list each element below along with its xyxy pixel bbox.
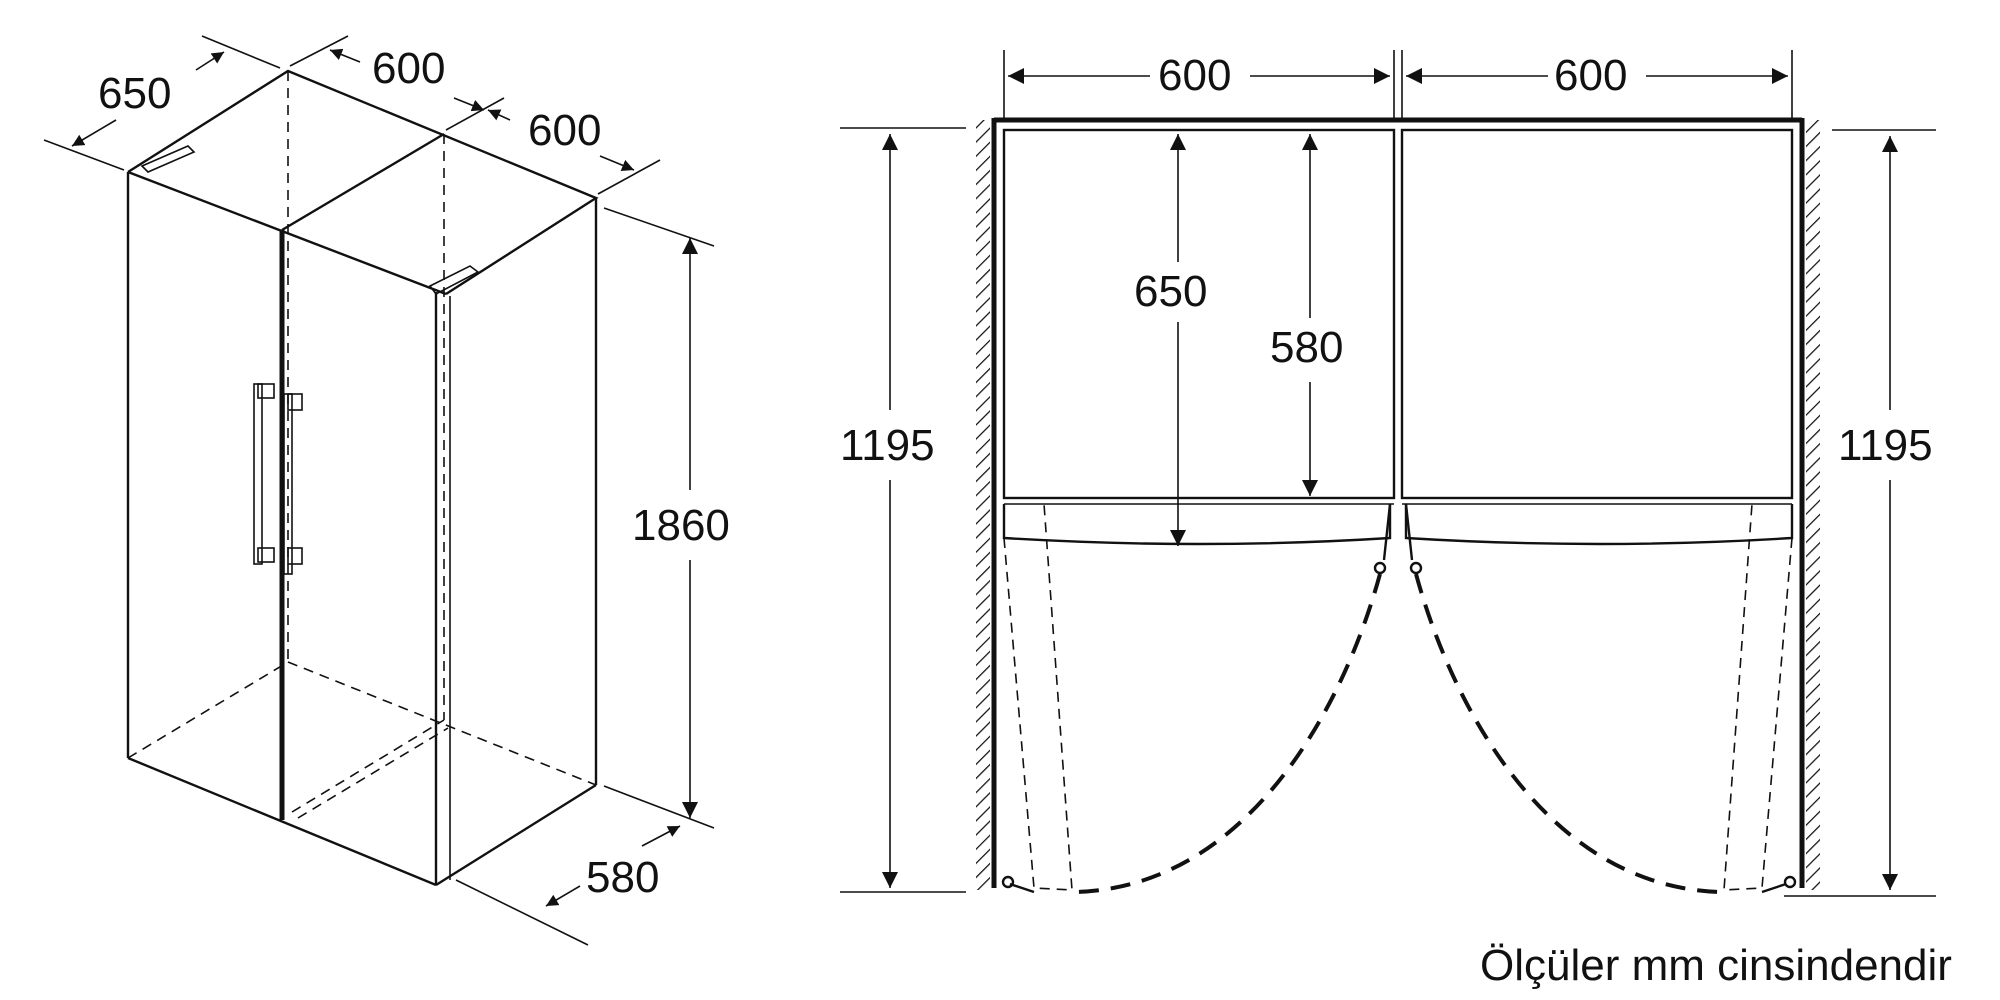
dim-arrow-top-width-a xyxy=(329,48,361,63)
left-cabinet-body xyxy=(1002,128,1396,500)
plan-view: 600 600 650 580 1195 1195 xyxy=(840,50,1936,897)
left-door-closed xyxy=(1002,504,1392,546)
hidden-bottom-divider-2 xyxy=(297,727,449,819)
dim-arrow-top-right-b xyxy=(599,155,635,171)
right-door-edge-open xyxy=(1761,882,1787,894)
right-door-closed xyxy=(1404,504,1794,546)
dim-arrow-depth-650-a xyxy=(71,119,117,147)
hidden-bottom-back xyxy=(287,661,597,786)
top-hinge-right xyxy=(428,265,480,296)
right-wall-hatch xyxy=(1806,120,1820,890)
right-door-swing-arc xyxy=(1414,573,1725,894)
dim-arrow-depth-650-b xyxy=(195,51,225,71)
top-hinge-left xyxy=(140,145,196,173)
bottom-right-edge xyxy=(435,783,597,887)
door-handle-left xyxy=(253,383,275,565)
extension-line-top-width-1 xyxy=(289,35,349,67)
units-footnote: Ölçüler mm cinsindendir xyxy=(1480,941,1952,990)
dim-label-top-width-right: 600 xyxy=(528,106,601,155)
hinge-point-left xyxy=(1373,561,1387,575)
top-face-divider xyxy=(281,132,445,232)
dim-label-top-width-left: 600 xyxy=(372,44,445,93)
right-cabinet-body xyxy=(1400,128,1794,500)
dim-label-plan-right-width: 600 xyxy=(1554,51,1627,100)
left-door-edge-open xyxy=(1009,882,1035,894)
center-hinge-line-left xyxy=(1382,503,1392,561)
dim-label-clear-left-1195: 1195 xyxy=(840,421,935,470)
dim-label-depth-650: 650 xyxy=(98,69,171,118)
dim-arrow-top-right-a xyxy=(487,109,511,121)
dim-label-bottom-depth-580: 580 xyxy=(586,853,659,902)
hinge-point-left-wall xyxy=(1001,875,1015,889)
perspective-view: 650 600 600 1860 580 xyxy=(43,35,730,946)
dim-label-cabinet-depth-580: 580 xyxy=(1270,323,1343,372)
right-door-open-outline xyxy=(1723,503,1793,891)
center-hinge-line-right xyxy=(1404,503,1414,561)
hinge-point-right xyxy=(1409,561,1423,575)
dim-label-height-1860: 1860 xyxy=(632,501,730,550)
extension-line-top-width-2 xyxy=(445,97,505,131)
dim-label-door-depth-650: 650 xyxy=(1134,267,1207,316)
hidden-bottom-divider xyxy=(291,719,445,813)
dim-label-clear-right-1195: 1195 xyxy=(1838,421,1933,470)
hinge-point-right-wall xyxy=(1783,875,1797,889)
dim-arrow-bottom-depth-a xyxy=(641,825,681,847)
front-top-edge xyxy=(127,170,447,296)
bottom-front-edge xyxy=(127,756,437,887)
left-door-swing-arc xyxy=(1071,573,1382,894)
extension-line-bottom-depth xyxy=(455,879,589,946)
extension-line-top-right-2 xyxy=(597,159,661,195)
extension-line-depth-left-2 xyxy=(201,35,281,69)
dim-label-plan-left-width: 600 xyxy=(1158,51,1231,100)
dim-arrow-top-width-b xyxy=(453,97,485,112)
dim-arrow-bottom-depth-b xyxy=(545,885,581,907)
left-door-open-outline xyxy=(1003,503,1073,891)
extension-line-height-top xyxy=(603,207,715,247)
door-handle-right xyxy=(283,393,303,575)
left-wall-hatch xyxy=(976,120,990,890)
extension-line-depth-left-1 xyxy=(43,139,125,171)
extension-line-height-bottom xyxy=(603,785,715,829)
hidden-bottom-left xyxy=(127,661,289,759)
